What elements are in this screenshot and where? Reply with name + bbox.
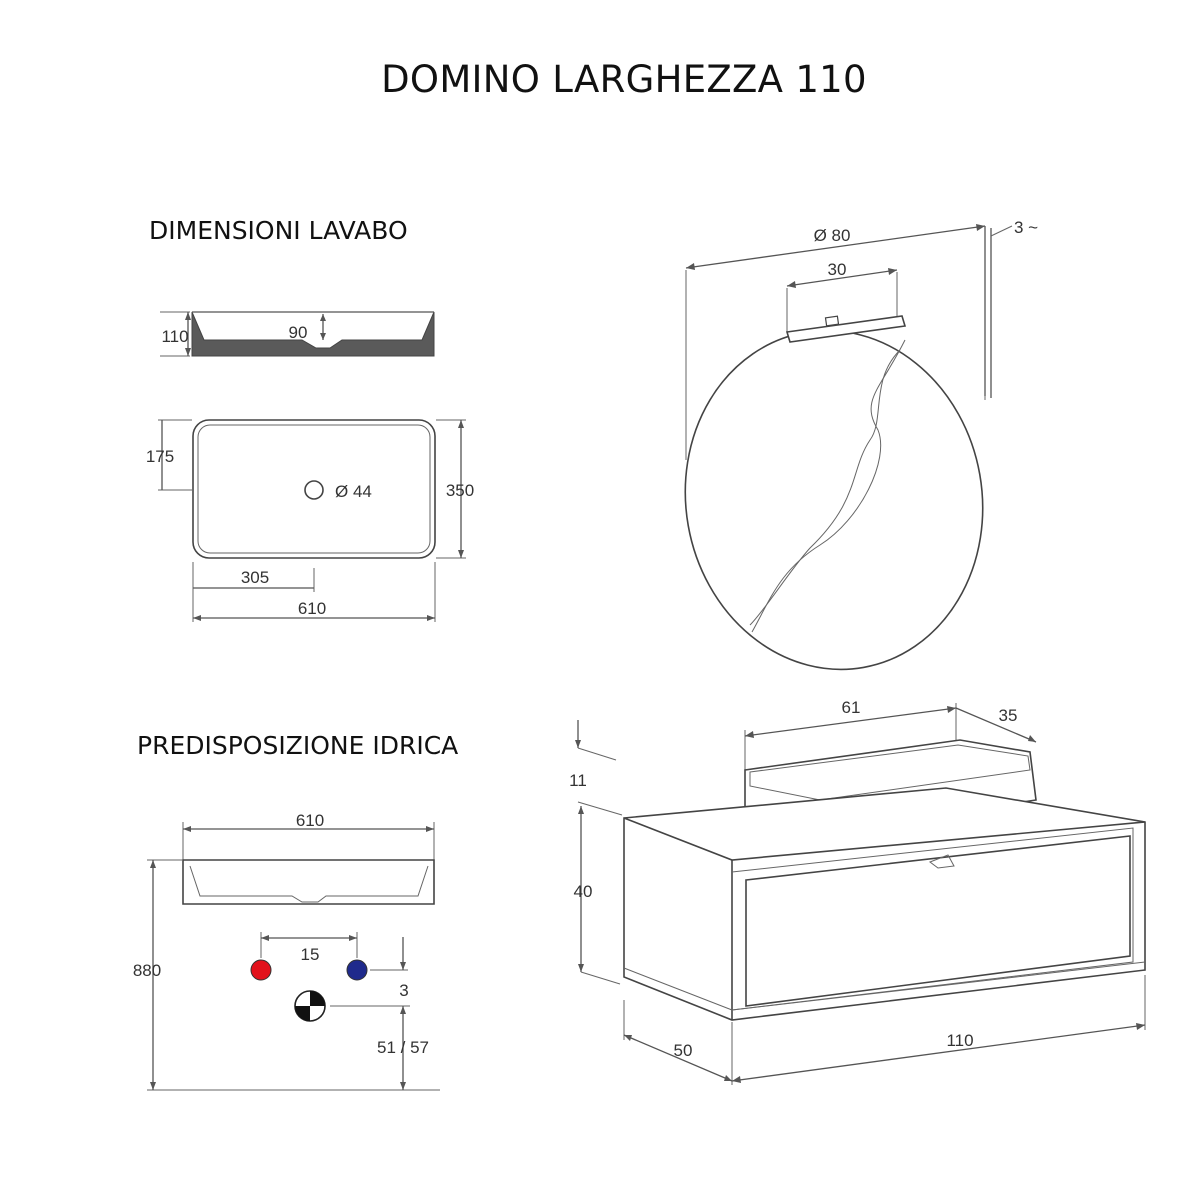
basin-height-label: 110: [161, 327, 188, 346]
tap-spacing-label: 15: [301, 945, 320, 964]
plumbing-section-title: PREDISPOSIZIONE IDRICA: [137, 731, 459, 760]
hot-water-inlet: [250, 959, 272, 981]
plumbing-basin-width-label: 610: [296, 811, 324, 830]
tap-to-drain-label: 3: [399, 981, 408, 1000]
cabinet-basin-width-label: 61: [842, 698, 861, 717]
cabinet-basin-depth-label: 35: [999, 706, 1018, 725]
plumbing-total-height-label: 880: [133, 961, 161, 980]
basin-section-title: DIMENSIONI LAVABO: [149, 216, 408, 245]
basin-half-depth-label: 175: [146, 447, 174, 466]
drain-outlet-icon: [294, 990, 326, 1022]
cabinet-basin-height-label: 11: [569, 771, 587, 790]
plumbing-view: 610 880 15 3: [133, 811, 440, 1091]
cabinet-width-label: 110: [946, 1031, 973, 1050]
drawer-handle: [928, 854, 955, 869]
drain-height-label: 51 / 57: [377, 1038, 429, 1057]
basin-depth-label: 350: [446, 481, 474, 500]
cabinet-height-label: 40: [574, 882, 593, 901]
drain-diameter-label: Ø 44: [335, 482, 372, 501]
cabinet-depth-label: 50: [674, 1041, 693, 1060]
lamp-bar: [785, 315, 907, 343]
cold-water-inlet: [346, 959, 368, 981]
mirror-view: Ø 80 30 3 ~: [684, 218, 1038, 671]
drain-hole: [304, 480, 324, 500]
basin-inner-depth-label: 90: [289, 323, 308, 342]
basin-top-view: Ø 44 175 350 305 610: [146, 419, 474, 622]
lamp-width-label: 30: [828, 260, 847, 279]
basin-side-view: 110 90: [160, 311, 435, 357]
basin-width-label: 610: [298, 599, 326, 618]
page-title: DOMINO LARGHEZZA 110: [381, 58, 867, 101]
drain-offset-label: 305: [241, 568, 269, 587]
cabinet-view: 61 35 11: [569, 698, 1146, 1085]
mirror-thickness-label: 3 ~: [1014, 218, 1038, 237]
mirror-diameter-label: Ø 80: [814, 226, 851, 245]
